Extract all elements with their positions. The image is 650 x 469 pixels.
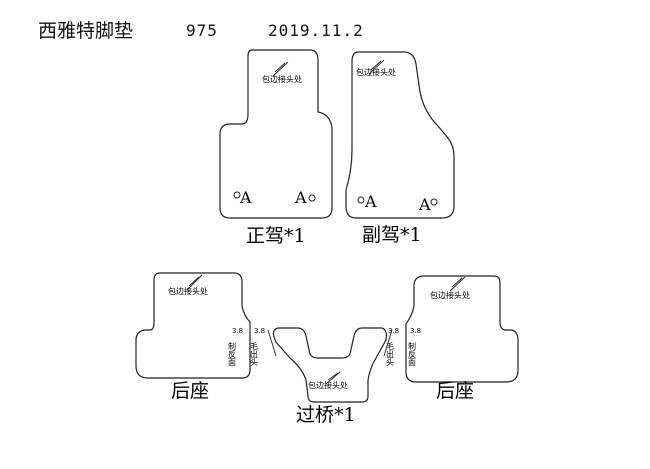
passenger-seam-note: 包边接头处	[356, 67, 396, 77]
sheet-title: 西雅特脚垫	[38, 20, 134, 42]
rear-left-note-b: 毛出头	[250, 341, 259, 367]
passenger-mat-label: 副驾*1	[362, 224, 422, 246]
rear-left-mat-label: 后座	[171, 380, 209, 402]
driver-mark-left: A	[239, 188, 252, 207]
rear-left-dim-a: 3.8	[232, 327, 243, 335]
rear-right-mat-outline	[405, 275, 519, 383]
driver-mat-outline	[219, 49, 333, 219]
rear-right-seam-marker	[449, 276, 466, 292]
driver-hole-left	[233, 191, 241, 199]
model-number: 975	[186, 21, 218, 40]
passenger-seam-marker	[368, 59, 385, 75]
driver-mark-right: A	[294, 188, 307, 207]
rear-right-seam-marker-2	[451, 277, 463, 288]
passenger-mat: 包边接头处 A A 副驾*1	[345, 51, 455, 246]
bridge-mat-label: 过桥*1	[296, 404, 356, 426]
driver-mat: 包边接头处 A A 正驾*1	[219, 49, 333, 247]
bridge-seam-marker	[325, 371, 341, 385]
rear-right-note-a: 毛出头	[386, 341, 395, 367]
bridge-mat: 包边接头处 过桥*1	[267, 327, 393, 426]
passenger-mark-right: A	[418, 195, 431, 214]
rear-left-mat-outline	[135, 272, 251, 379]
bridge-edge-mark-left	[267, 329, 277, 357]
rear-right-mat-label: 后座	[436, 380, 474, 402]
rear-left-seam-note: 包边接头处	[168, 286, 208, 296]
passenger-mark-left: A	[364, 192, 377, 211]
rear-left-seam-marker	[186, 274, 203, 291]
passenger-hole-left	[357, 196, 365, 204]
rear-left-seam-marker-2	[188, 276, 200, 287]
rear-right-note-b: 制反面	[408, 341, 417, 367]
rear-right-dim-b: 3.8	[410, 327, 421, 335]
driver-mat-label: 正驾*1	[246, 225, 306, 247]
rear-right-seam-note: 包边接头处	[430, 290, 470, 300]
driver-seam-marker	[272, 61, 289, 77]
passenger-seam-marker-2	[370, 60, 382, 71]
driver-seam-note: 包边接头处	[262, 74, 302, 84]
rear-left-mat: 包边接头处 3.8 3.8 制反面 毛出头 后座	[135, 272, 265, 402]
bridge-seam-note: 包边接头处	[308, 380, 348, 390]
passenger-hole-right	[430, 198, 438, 206]
rear-left-note-a: 制反面	[228, 341, 237, 367]
bridge-mat-outline	[272, 327, 388, 403]
driver-seam-marker-2	[274, 62, 286, 73]
bridge-seam-marker-2	[327, 372, 339, 381]
driver-hole-right	[308, 194, 316, 202]
rear-left-dim-b: 3.8	[254, 327, 265, 335]
sheet-date: 2019.11.2	[268, 21, 364, 40]
rear-right-dim-a: 3.8	[388, 327, 399, 335]
passenger-mat-outline	[345, 51, 455, 219]
rear-right-mat: 包边接头处 3.8 3.8 毛出头 制反面 后座	[386, 275, 519, 402]
bridge-edge-mark-right	[383, 329, 393, 357]
